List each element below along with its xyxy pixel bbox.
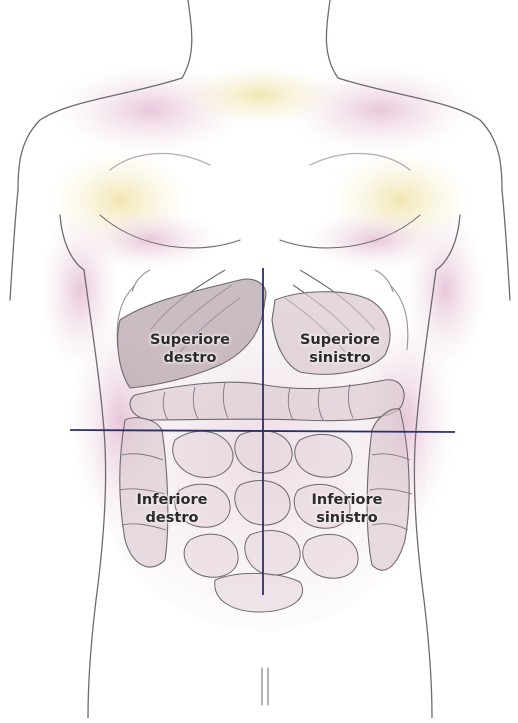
label-upper-right-line1: Superiore	[130, 331, 250, 349]
label-upper-right-quadrant: Superiore destro	[130, 331, 250, 367]
label-upper-left-quadrant: Superiore sinistro	[280, 331, 400, 367]
label-lower-right-line1: Inferiore	[112, 491, 232, 509]
label-lower-right-quadrant: Inferiore destro	[112, 491, 232, 527]
label-upper-left-line2: sinistro	[280, 349, 400, 367]
label-upper-right-line2: destro	[130, 349, 250, 367]
label-upper-left-line1: Superiore	[280, 331, 400, 349]
label-lower-left-quadrant: Inferiore sinistro	[287, 491, 407, 527]
label-lower-left-line1: Inferiore	[287, 491, 407, 509]
label-lower-left-line2: sinistro	[287, 509, 407, 527]
label-lower-right-line2: destro	[112, 509, 232, 527]
